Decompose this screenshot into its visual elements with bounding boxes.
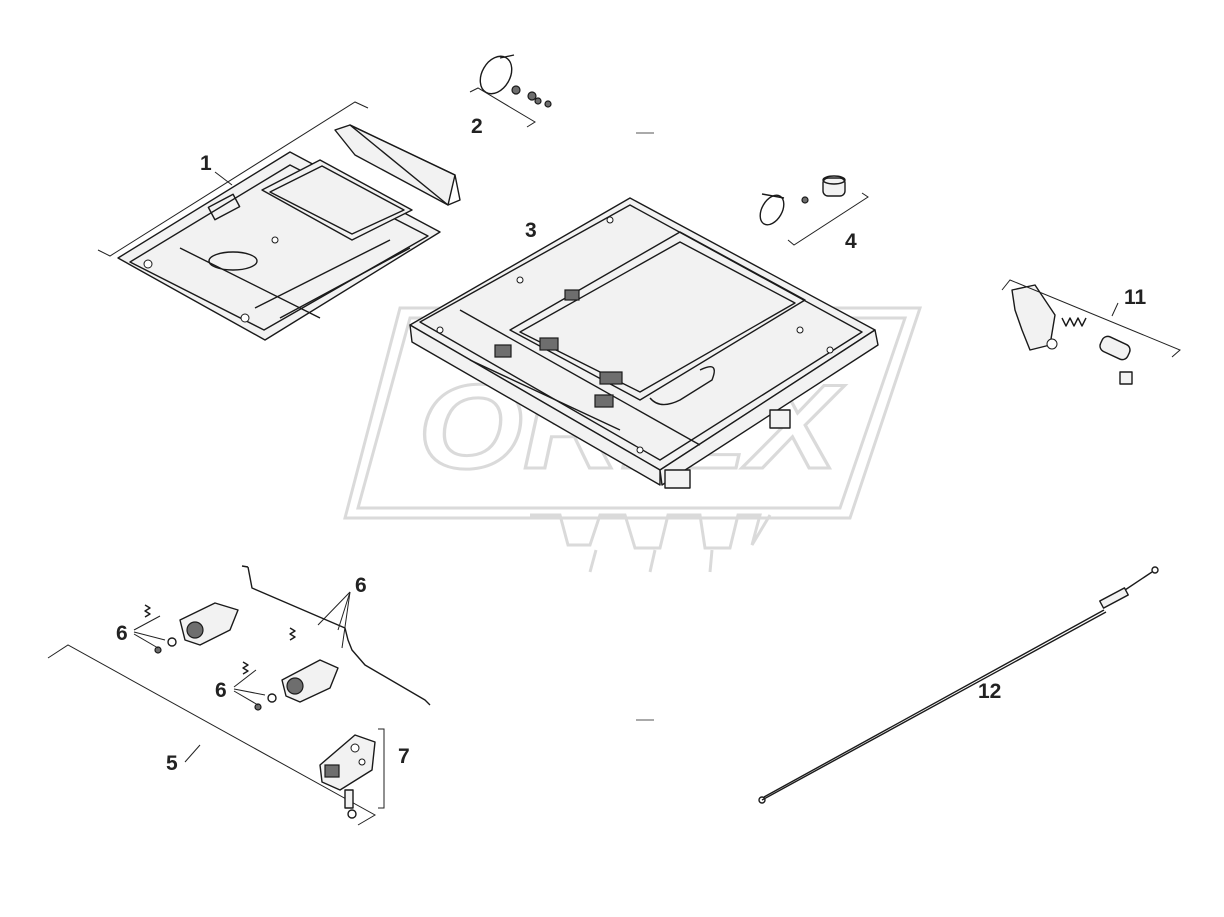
part-5-release-mechanism[interactable] [144,565,431,711]
leader-part-11-tick [1111,302,1119,317]
callout-5: 5 [166,752,178,775]
part-12-release-rod[interactable] [758,566,1159,804]
leader-part-1 [97,101,369,257]
callout-6-top: 6 [355,574,367,597]
leader-part-11 [1001,279,1181,358]
callout-7: 7 [398,745,410,768]
callout-2: 2 [471,115,483,138]
part-7-pivot-bracket[interactable] [319,734,376,819]
callout-6-mid: 6 [215,679,227,702]
callout-1: 1 [200,152,212,175]
part-11-latch-spring[interactable] [1011,284,1133,385]
part-3-seat-frame[interactable] [409,197,879,489]
callout-6-left: 6 [116,622,128,645]
part-4-cable-bushing[interactable] [755,175,846,229]
callout-12: 12 [978,680,1001,703]
leader-part-6-group [133,591,351,706]
part-1-seat-pan[interactable] [117,124,461,341]
leader-part-5 [47,644,377,826]
callout-4: 4 [845,230,857,253]
leader-part-4 [787,192,869,246]
callout-3: 3 [525,219,537,242]
part-2-cable-ties[interactable] [474,51,552,108]
callout-11: 11 [1124,286,1147,309]
leader-part-5-tick [184,744,201,763]
leader-part-7 [378,728,385,809]
leader-part-2 [469,87,536,128]
